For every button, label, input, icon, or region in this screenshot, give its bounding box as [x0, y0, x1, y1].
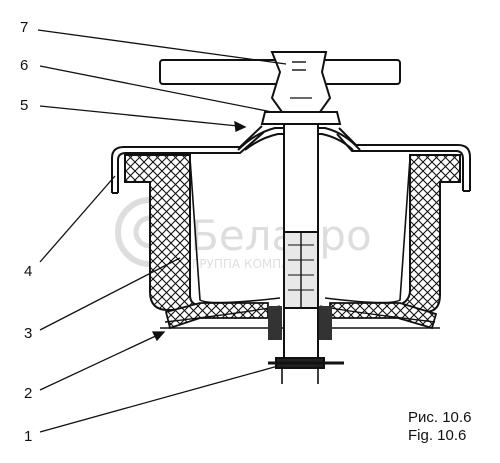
- leader-2: [39, 333, 161, 391]
- valve-plate: [160, 302, 440, 340]
- leader-lines: [37, 29, 287, 433]
- cap-shell: [111, 125, 471, 194]
- figure-caption-ru: Рис. 10.6: [408, 409, 472, 426]
- callout-1: 1: [24, 428, 32, 445]
- watermark: Белагро ГРУППА КОМПАНИЙ: [115, 197, 372, 271]
- cotter-pin: [268, 357, 344, 384]
- callout-2: 2: [24, 385, 32, 402]
- leader-3: [39, 257, 181, 331]
- leader-7: [37, 29, 287, 65]
- callouts: 7 6 5 4 3 2 1: [20, 19, 32, 445]
- handle: [159, 51, 401, 125]
- callout-6: 6: [20, 57, 28, 74]
- callout-4: 4: [24, 263, 32, 280]
- stem: [283, 119, 319, 367]
- leader-1: [39, 365, 279, 433]
- callout-5: 5: [20, 97, 28, 114]
- callout-7: 7: [20, 19, 28, 36]
- watermark-brand: Белагро: [190, 211, 372, 260]
- leader-4: [39, 175, 116, 263]
- figure-caption-en: Fig. 10.6: [408, 427, 467, 444]
- callout-3: 3: [24, 325, 32, 342]
- leader-5: [39, 105, 239, 127]
- leader-6: [39, 65, 273, 113]
